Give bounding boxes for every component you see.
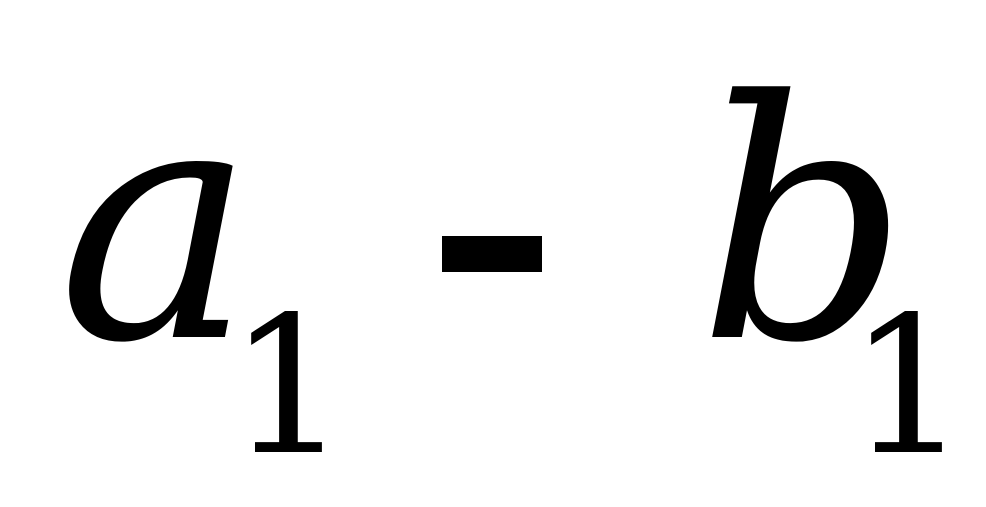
subscript-a: 1	[228, 276, 349, 497]
variable-a: a	[58, 31, 255, 415]
subscript-b: 1	[848, 276, 969, 497]
variable-b: b	[698, 31, 910, 415]
minus-operator	[442, 236, 542, 272]
